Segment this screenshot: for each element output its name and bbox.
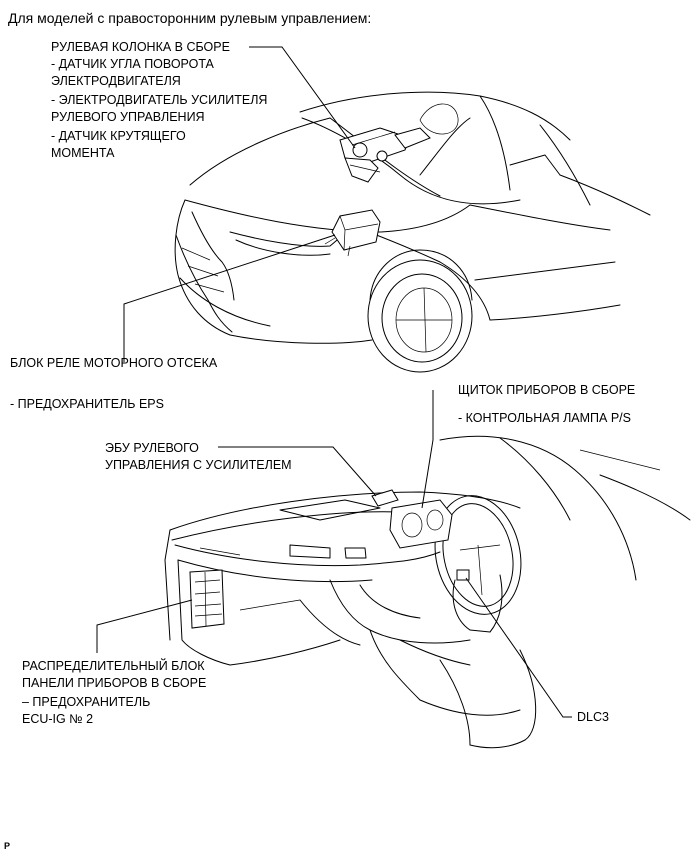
label-eps-ecu-line2: УПРАВЛЕНИЯ С УСИЛИТЕЛЕМ xyxy=(105,458,292,472)
page-title: Для моделей с правосторонним рулевым упр… xyxy=(8,10,372,26)
label-eps-fuse: - ПРЕДОХРАНИТЕЛЬ EPS xyxy=(10,397,164,411)
label-steering-column-title: РУЛЕВАЯ КОЛОНКА В СБОРЕ xyxy=(51,40,230,54)
leader-relay-block xyxy=(123,234,336,362)
leader-steering-column xyxy=(249,46,356,149)
label-steering-column-line2: - ДАТЧИК УГЛА ПОВОРОТА xyxy=(51,57,214,71)
label-meter-line2: - КОНТРОЛЬНАЯ ЛАМПА P/S xyxy=(458,411,631,425)
steering-column-part xyxy=(339,127,431,183)
figure-code: P xyxy=(4,841,11,851)
label-meter-title: ЩИТОК ПРИБОРОВ В СБОРЕ xyxy=(458,383,636,397)
dashboard-illustration xyxy=(164,435,691,749)
label-steering-column-line3: ЭЛЕКТРОДВИГАТЕЛЯ xyxy=(51,74,181,88)
dlc3-part xyxy=(456,569,470,581)
label-steering-column-line6: - ДАТЧИК КРУТЯЩЕГО xyxy=(51,129,186,143)
label-dlc3: DLC3 xyxy=(577,710,609,724)
label-eps-ecu-line1: ЭБУ РУЛЕВОГО xyxy=(105,441,199,455)
leader-meter xyxy=(421,390,434,509)
leader-junction-block xyxy=(96,599,193,653)
eps-ecu-part xyxy=(371,489,399,507)
label-junction-block-line2: ПАНЕЛИ ПРИБОРОВ В СБОРЕ xyxy=(22,676,207,690)
label-junction-block-line1: РАСПРЕДЕЛИТЕЛЬНЫЙ БЛОК xyxy=(22,659,205,673)
leader-eps-ecu xyxy=(218,446,377,497)
engine-relay-block-part xyxy=(324,209,381,257)
label-junction-block-line3: – ПРЕДОХРАНИТЕЛЬ xyxy=(22,695,151,709)
label-steering-column-line4: - ЭЛЕКТРОДВИГАТЕЛЬ УСИЛИТЕЛЯ xyxy=(51,93,268,107)
label-steering-column-line5: РУЛЕВОГО УПРАВЛЕНИЯ xyxy=(51,110,205,124)
label-junction-block-line4: ECU-IG № 2 xyxy=(22,712,94,726)
junction-block-part xyxy=(189,569,225,629)
leader-dlc3 xyxy=(465,577,572,718)
meter-assembly-part xyxy=(389,499,453,549)
label-steering-column-line7: МОМЕНТА xyxy=(51,146,115,160)
label-relay-block: БЛОК РЕЛЕ МОТОРНОГО ОТСЕКА xyxy=(10,356,218,370)
